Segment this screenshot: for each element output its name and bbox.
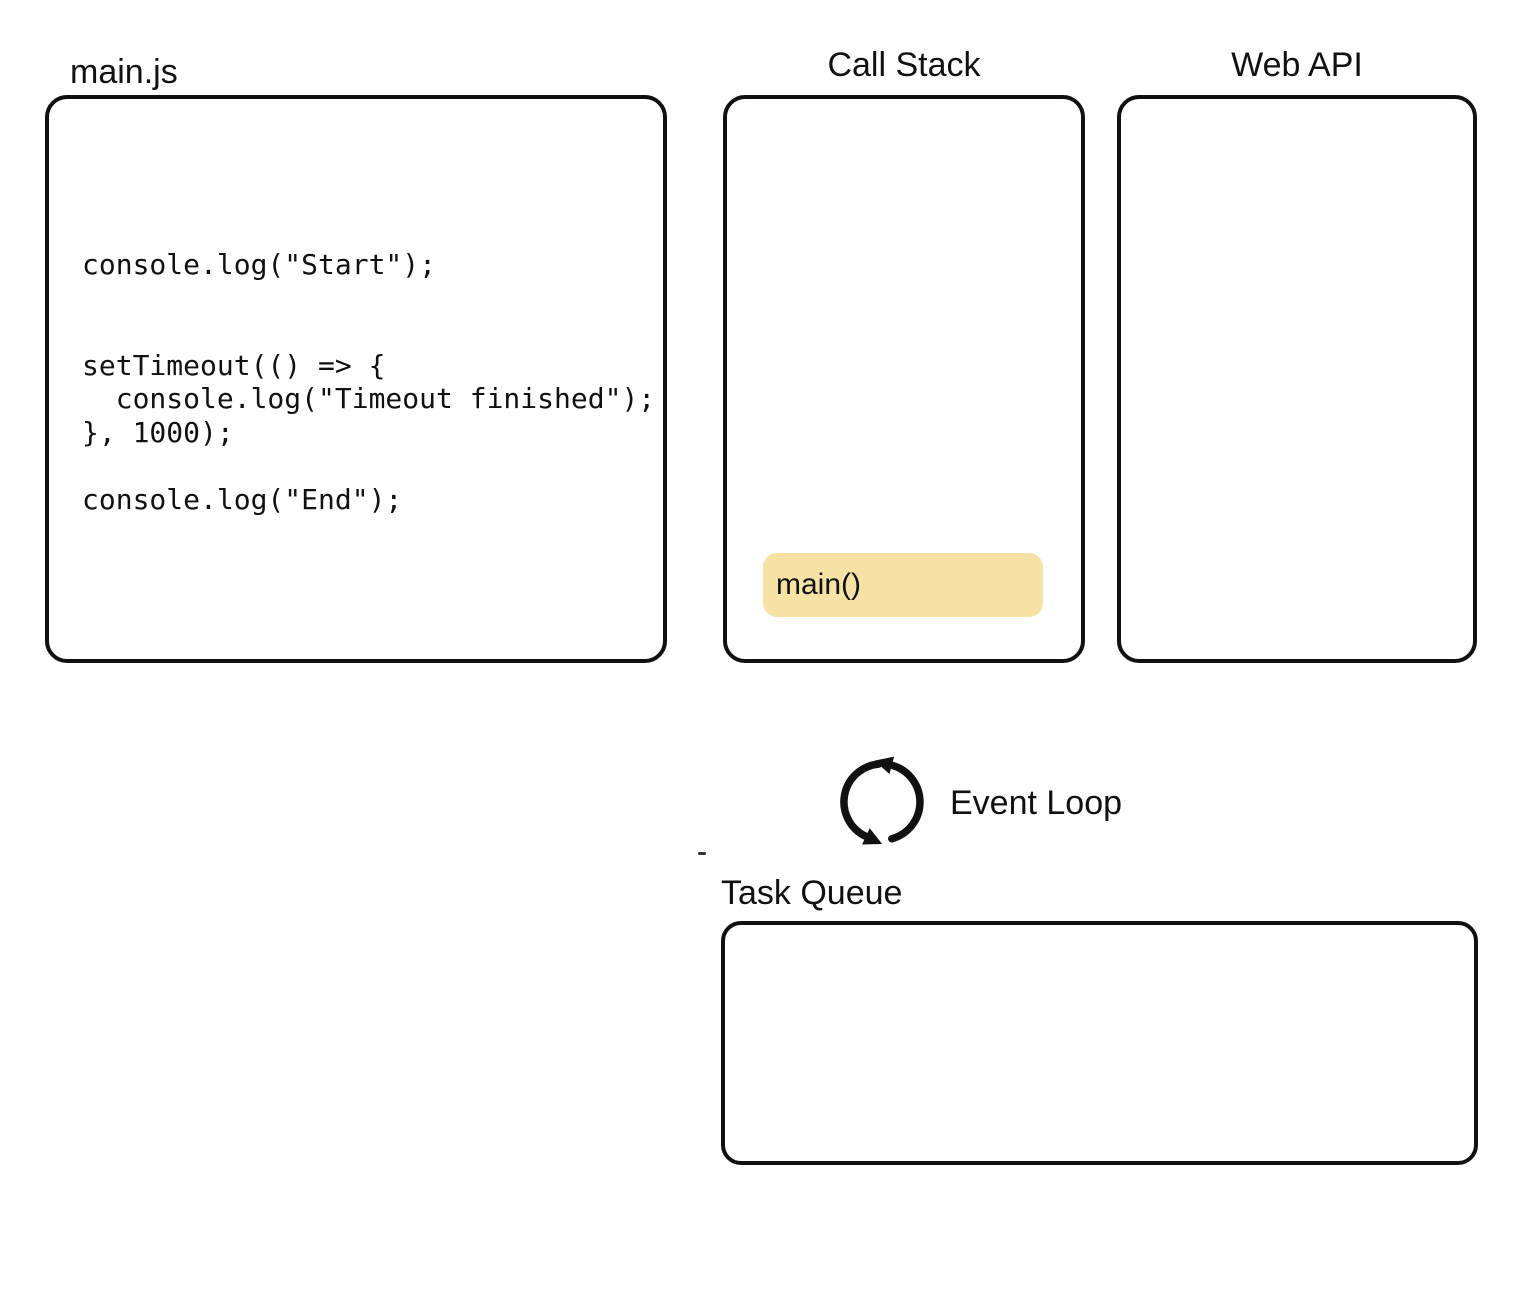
event-loop-label: Event Loop xyxy=(950,784,1123,822)
stray-dash-mark xyxy=(698,852,706,855)
main-js-code: console.log("Start"); setTimeout(() => {… xyxy=(82,248,656,516)
task-queue-panel-title: Task Queue xyxy=(721,874,903,912)
web-api-panel-title: Web API xyxy=(1231,46,1363,84)
task-queue-panel xyxy=(721,921,1478,1165)
call-stack-panel-title: Call Stack xyxy=(827,46,981,84)
main-js-panel-title: main.js xyxy=(70,53,178,91)
stack-frame-main: main() xyxy=(763,553,1043,617)
main-js-panel: console.log("Start"); setTimeout(() => {… xyxy=(45,95,667,663)
web-api-panel xyxy=(1117,95,1477,663)
call-stack-panel: main() xyxy=(723,95,1085,663)
stack-frame-label: main() xyxy=(776,568,862,601)
cycle-arrows-icon xyxy=(840,756,924,845)
